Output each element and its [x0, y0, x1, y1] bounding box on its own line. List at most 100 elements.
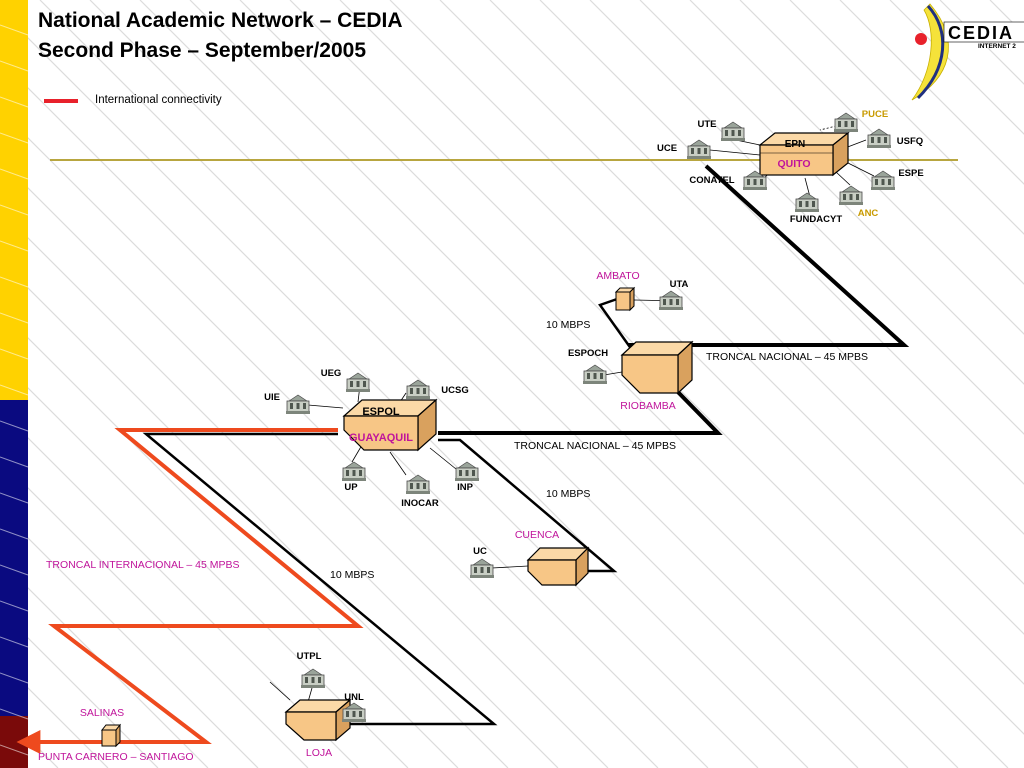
anc-label: ANC — [858, 208, 879, 219]
background-stripe — [589, 0, 1024, 435]
left-bar-blue — [0, 400, 28, 716]
bar-stripe — [0, 204, 29, 216]
uce-label: UCE — [657, 143, 677, 154]
background-stripe — [0, 109, 659, 768]
cuenca-label: CUENCA — [515, 529, 559, 541]
background-stripe — [0, 259, 509, 768]
puce-label: PUCE — [862, 109, 888, 120]
building-icon-uc[interactable] — [469, 558, 495, 579]
node-quito[interactable] — [758, 131, 850, 177]
node-salinas[interactable] — [100, 723, 122, 748]
guayaquil-top-label: ESPOL — [362, 406, 400, 418]
espe-label: ESPE — [898, 168, 923, 179]
building-icon-espoch[interactable] — [582, 364, 608, 385]
background-stripe — [339, 0, 1024, 685]
quito-top-label: EPN — [785, 139, 806, 150]
background-stripe — [389, 0, 1024, 635]
building-icon-inp[interactable] — [454, 461, 480, 482]
background-stripe — [539, 0, 1024, 485]
background-stripe — [0, 559, 209, 768]
riobamba-label: RIOBAMBA — [620, 400, 675, 412]
inp-label: INP — [457, 482, 474, 493]
ute-label: UTE — [698, 119, 717, 130]
logo-subtitle: INTERNET 2 — [978, 43, 1016, 50]
bar-stripe — [0, 24, 29, 36]
background-stripe — [889, 0, 1024, 135]
international-trunk-line — [16, 428, 364, 754]
background-stripe — [139, 0, 909, 768]
link-label-international: TRONCAL INTERNACIONAL – 45 MPBS — [46, 559, 240, 571]
left-bar-red — [0, 716, 28, 768]
background-stripe — [989, 0, 1024, 35]
bar-stripe — [0, 420, 29, 432]
link-guayaquil-loja — [142, 432, 498, 726]
node-cuenca[interactable] — [526, 546, 590, 587]
loja-label: LOJA — [306, 747, 332, 759]
link-label-riobamba-guayaquil: TRONCAL NACIONAL – 45 MPBS — [514, 440, 676, 452]
background-stripe — [0, 9, 759, 768]
building-icon-fundacyt[interactable] — [794, 192, 820, 213]
background-stripe — [839, 0, 1024, 185]
left-bar-lines — [0, 24, 29, 756]
bar-stripe — [0, 708, 29, 720]
building-icon-puce[interactable] — [833, 112, 859, 133]
node-ambato[interactable] — [614, 286, 636, 312]
punta-label: PUNTA CARNERO – SANTIAGO — [38, 751, 194, 763]
bar-stripe — [0, 348, 29, 360]
bar-stripe — [0, 276, 29, 288]
building-icon-uce[interactable] — [686, 139, 712, 160]
background-stripe — [0, 509, 259, 768]
fundacyt-label: FUNDACYT — [790, 214, 842, 225]
link-ambato-riobamba — [598, 296, 634, 351]
background-stripe — [439, 0, 1024, 585]
node-riobamba[interactable] — [620, 340, 694, 395]
bar-stripe — [0, 96, 29, 108]
building-icon-uta[interactable] — [658, 290, 684, 311]
uie-label: UIE — [264, 392, 280, 403]
espoch-label: ESPOCH — [568, 348, 608, 359]
building-icon-uie[interactable] — [285, 394, 311, 415]
ueg-label: UEG — [321, 368, 342, 379]
background-stripe — [739, 0, 1024, 285]
building-icon-inocar[interactable] — [405, 474, 431, 495]
link-label-cuenca: 10 MBPS — [546, 488, 590, 500]
link-label-quito-riobamba: TRONCAL NACIONAL – 45 MPBS — [706, 351, 868, 363]
building-icon-usfq[interactable] — [866, 128, 892, 149]
conatel-label: CONATEL — [689, 175, 734, 186]
page-title-line2: Second Phase – September/2005 — [38, 39, 366, 62]
logo-dot-icon — [915, 33, 927, 45]
building-icon-anc[interactable] — [838, 185, 864, 206]
background-stripe — [89, 0, 859, 768]
guayaquil-label: GUAYAQUIL — [349, 432, 413, 444]
background-stripe — [0, 459, 309, 768]
background-stripe — [0, 209, 559, 768]
ambato-label: AMBATO — [596, 270, 639, 282]
uta-label: UTA — [670, 279, 689, 290]
legend-label: International connectivity — [95, 94, 222, 106]
node-guayaquil[interactable] — [342, 398, 438, 452]
ucsg-label: UCSG — [441, 385, 468, 396]
building-icon-espe[interactable] — [870, 170, 896, 191]
utpl-label: UTPL — [297, 651, 322, 662]
logo-text: CEDIA — [948, 23, 1014, 43]
bar-stripe — [0, 636, 29, 648]
building-icon-ute[interactable] — [720, 121, 746, 142]
usfq-label: USFQ — [897, 136, 923, 147]
unl-label: UNL — [344, 692, 364, 703]
uc-label: UC — [473, 546, 487, 557]
link-guayaquil-cuenca — [438, 438, 618, 573]
bar-stripe — [0, 492, 29, 504]
bar-stripe — [0, 564, 29, 576]
bar-stripe — [0, 168, 29, 180]
background-stripe — [789, 0, 1024, 235]
building-icon-ucsg[interactable] — [405, 379, 431, 400]
quito-label: QUITO — [777, 158, 810, 170]
background-stripe — [0, 309, 459, 768]
building-icon-utpl[interactable] — [300, 668, 326, 689]
background-stripe — [0, 159, 609, 768]
building-icon-up[interactable] — [341, 461, 367, 482]
inocar-label: INOCAR — [401, 498, 439, 509]
node-loja[interactable] — [284, 698, 352, 742]
link-label-loja: 10 MBPS — [330, 569, 374, 581]
bar-stripe — [0, 600, 29, 612]
